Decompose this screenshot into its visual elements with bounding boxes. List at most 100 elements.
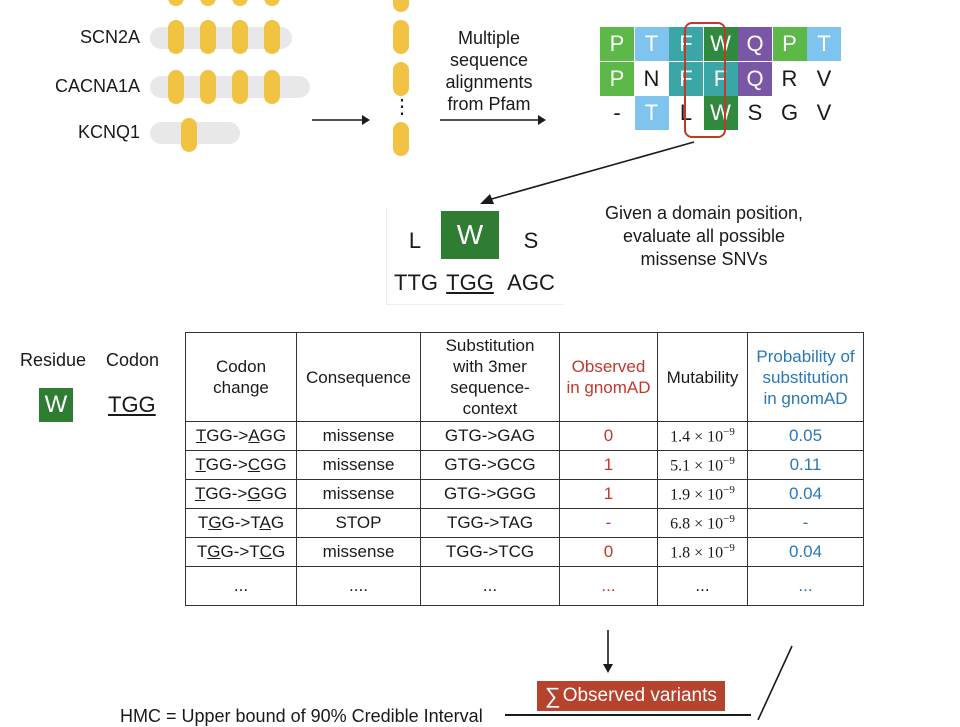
cell-consequence: STOP xyxy=(296,508,421,538)
table-row-ellipsis: ................... xyxy=(185,566,864,606)
cell-consequence: missense xyxy=(296,450,421,480)
msa-cell: N xyxy=(634,61,669,96)
sigma-symbol: ∑ xyxy=(545,683,561,708)
substitution-table: Codon change Consequence Substitution wi… xyxy=(185,332,864,606)
cell-codon-change: TGG->CGG xyxy=(185,450,297,480)
zoom-codon-left: TTG xyxy=(394,270,438,295)
domain-pill xyxy=(264,70,280,104)
arrow-right-icon xyxy=(312,115,370,125)
zoom-panel: L W S TTG TGG AGC xyxy=(386,208,563,305)
cell-observed: 0 xyxy=(559,537,658,567)
fraction-bar xyxy=(505,714,751,716)
msa-cell: T xyxy=(634,27,669,61)
legend-codon-label: Codon xyxy=(106,350,160,370)
msa-cell: P xyxy=(772,27,807,61)
legend-codon: TGG xyxy=(108,392,156,417)
zoom-residue-right: S xyxy=(523,228,539,253)
msa-cell: P xyxy=(600,27,634,61)
col-header-consequence: Consequence xyxy=(296,332,421,422)
domain-pill xyxy=(232,70,248,104)
cell-mutability: 5.1 × 10−9 xyxy=(657,450,748,480)
domain-pill xyxy=(393,62,409,96)
cell-substitution: GTG->GGG xyxy=(420,479,560,509)
observed-variants-box: ∑ Observed variants xyxy=(537,681,725,711)
cell-mutability: 1.4 × 10−9 xyxy=(657,421,748,451)
msa-cell: R xyxy=(772,61,807,96)
cell-ellipsis: .... xyxy=(296,566,421,606)
cell-probability: - xyxy=(747,508,864,538)
msa-cell: V xyxy=(807,61,841,96)
zoom-residue-center: W xyxy=(441,211,499,259)
cell-consequence: missense xyxy=(296,479,421,509)
cell-observed: - xyxy=(559,508,658,538)
domain-pill xyxy=(393,122,409,156)
col-header-mutability: Mutability xyxy=(657,332,748,422)
msa-cell: P xyxy=(600,61,634,96)
arrow-down-left-icon xyxy=(480,141,695,204)
cell-consequence: missense xyxy=(296,537,421,567)
table-header-row: Codon change Consequence Substitution wi… xyxy=(185,332,864,422)
observed-variants-label: Observed variants xyxy=(562,685,717,706)
cell-codon-change: TGG->TCG xyxy=(185,537,297,567)
cell-substitution: TGG->TCG xyxy=(420,537,560,567)
legend-residue: W xyxy=(39,388,73,422)
cell-codon-change: TGG->AGG xyxy=(185,421,297,451)
gene-bar-scn2a xyxy=(150,27,292,49)
selected-column-highlight xyxy=(684,22,726,138)
col-header-substitution: Substitution with 3mer sequence- context xyxy=(420,332,560,422)
cell-mutability: 1.9 × 10−9 xyxy=(657,479,748,509)
domain-pill xyxy=(232,0,248,6)
col-header-probability: Probability of substitution in gnomAD xyxy=(747,332,864,422)
slanted-line xyxy=(757,645,793,720)
hmc-formula-label: HMC = Upper bound of 90% Credible Interv… xyxy=(120,706,483,726)
gene-label-cacna1a: CACNA1A xyxy=(54,76,140,96)
domain-pill xyxy=(264,0,280,6)
msa-cell: F xyxy=(703,61,738,96)
stack-ellipsis: ⋮ xyxy=(392,96,412,118)
zoom-residue-left: L xyxy=(408,228,422,253)
msa-cell: G xyxy=(772,96,807,130)
msa-cell: Q xyxy=(738,61,772,96)
cell-consequence: missense xyxy=(296,421,421,451)
domain-pill xyxy=(232,20,248,54)
legend-residue-label: Residue xyxy=(20,350,87,370)
cell-observed: 1 xyxy=(559,479,658,509)
domain-pill xyxy=(181,118,197,152)
cell-ellipsis: ... xyxy=(559,566,658,606)
domain-pill xyxy=(264,20,280,54)
domain-pill xyxy=(393,0,409,12)
domain-pill xyxy=(200,20,216,54)
cell-observed: 0 xyxy=(559,421,658,451)
cell-ellipsis: ... xyxy=(747,566,864,606)
zoom-caption: Given a domain position, evaluate all po… xyxy=(604,203,804,269)
msa-cell: S xyxy=(738,96,772,130)
col-header-observed: Observed in gnomAD xyxy=(559,332,658,422)
domain-pill xyxy=(200,70,216,104)
domain-pill xyxy=(168,20,184,54)
msa-cell: T xyxy=(634,96,669,130)
msa-cell: V xyxy=(807,96,841,130)
cell-mutability: 6.8 × 10−9 xyxy=(657,508,748,538)
msa-cell: L xyxy=(669,96,703,130)
cell-probability: 0.11 xyxy=(747,450,864,480)
cell-codon-change: TGG->TAG xyxy=(185,508,297,538)
cell-substitution: GTG->GCG xyxy=(420,450,560,480)
zoom-codon-right: AGC xyxy=(507,270,555,295)
cell-probability: 0.05 xyxy=(747,421,864,451)
cell-probability: 0.04 xyxy=(747,537,864,567)
cell-mutability: 1.8 × 10−9 xyxy=(657,537,748,567)
cell-observed: 1 xyxy=(559,450,658,480)
msa-cell: T xyxy=(807,27,841,61)
arrow-right-icon xyxy=(440,115,546,125)
gene-label-scn2a: SCN2A xyxy=(79,27,140,47)
msa-cell: - xyxy=(600,96,634,130)
cell-ellipsis: ... xyxy=(657,566,748,606)
cell-ellipsis: ... xyxy=(420,566,560,606)
domain-pill xyxy=(168,0,184,6)
msa-cell: Q xyxy=(738,27,772,61)
